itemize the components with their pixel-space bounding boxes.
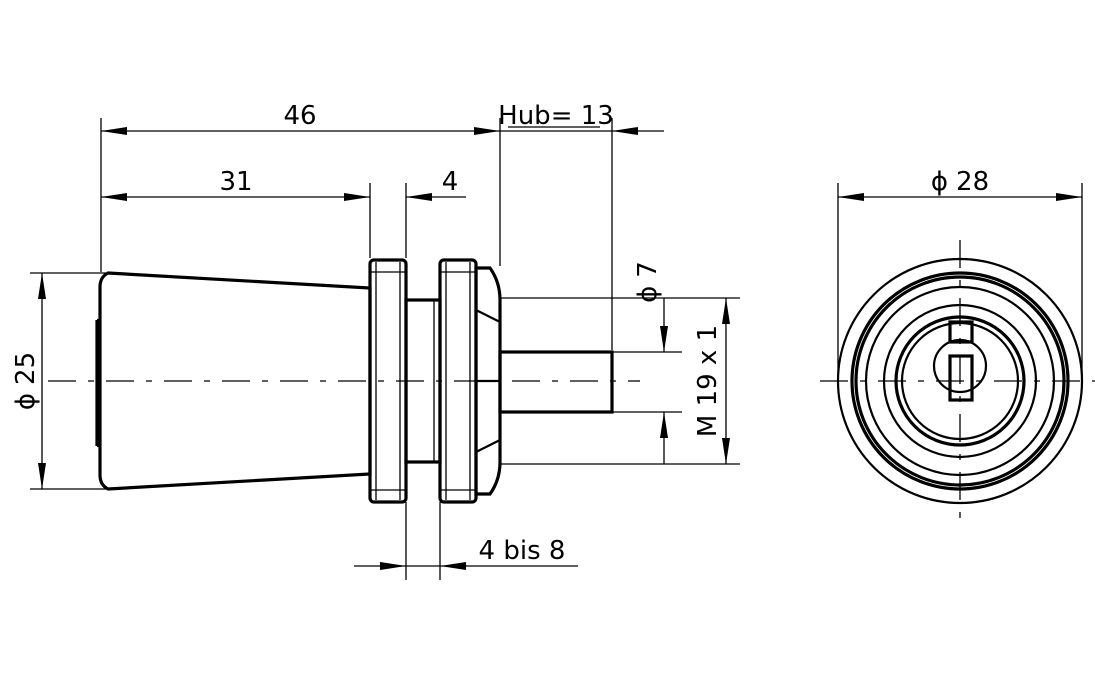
dim-diameter-25: ϕ 25 [11, 352, 41, 410]
arrow-d28-left [838, 193, 864, 201]
dim-front-diameter: 28 [956, 167, 989, 197]
side-view [48, 258, 640, 504]
front-ring-5 [882, 303, 1038, 459]
front-ring-6 [894, 315, 1026, 447]
dim-diameter-7: ϕ7 [633, 261, 663, 303]
arrow-46-right [474, 127, 500, 135]
front-ring-outer [836, 257, 1084, 505]
dim-body-length: 31 [219, 167, 252, 197]
dimensions: 46 Hub= 13 31 4 ϕ25 ϕ7 [11, 101, 740, 580]
key-cylinder [932, 338, 988, 394]
front-ring-2 [850, 271, 1070, 491]
arrow-4 [406, 193, 432, 201]
dim-body-diameter: 25 [11, 352, 41, 385]
arrow-thread-bottom [722, 438, 730, 464]
key-top-tab [948, 320, 974, 344]
dim-panel-thickness: 4 bis 8 [479, 536, 566, 566]
front-view: ϕ 28 [820, 167, 1095, 520]
dim-overall-length: 46 [283, 101, 316, 131]
dim-diameter-28: ϕ 28 [931, 167, 989, 197]
arrow-46-left [101, 127, 127, 135]
arrow-panel-right [440, 562, 466, 570]
dim-stroke: Hub= 13 [498, 101, 614, 131]
hex-nut-curve-b [475, 439, 501, 453]
arrow-d7-top [660, 326, 668, 352]
arrow-31-right [344, 193, 370, 201]
hex-nut [474, 266, 502, 496]
front-ring-3 [854, 275, 1066, 487]
arrow-d25-top [38, 273, 46, 299]
arrow-thread-top [722, 298, 730, 324]
dim-pin-diameter: 7 [633, 261, 663, 278]
diameter-symbol-7: ϕ [633, 286, 663, 303]
key-slot [948, 354, 974, 402]
plunger-pin [498, 350, 614, 414]
dim-nut-width: 4 [442, 167, 459, 197]
diameter-symbol-25: ϕ [11, 393, 41, 410]
arrow-hub [612, 127, 638, 135]
dim-thread: M 19 x 1 [693, 325, 723, 437]
arrow-d7-bottom [660, 412, 668, 438]
front-ring-4 [864, 285, 1056, 477]
arrow-panel-left [380, 562, 406, 570]
arrow-d25-bottom [38, 463, 46, 489]
arrow-31-left [101, 193, 127, 201]
hex-nut-curve-a [475, 309, 501, 323]
knob-body [98, 271, 372, 491]
diameter-symbol-28: ϕ [931, 167, 948, 197]
arrow-d28-right [1056, 193, 1082, 201]
